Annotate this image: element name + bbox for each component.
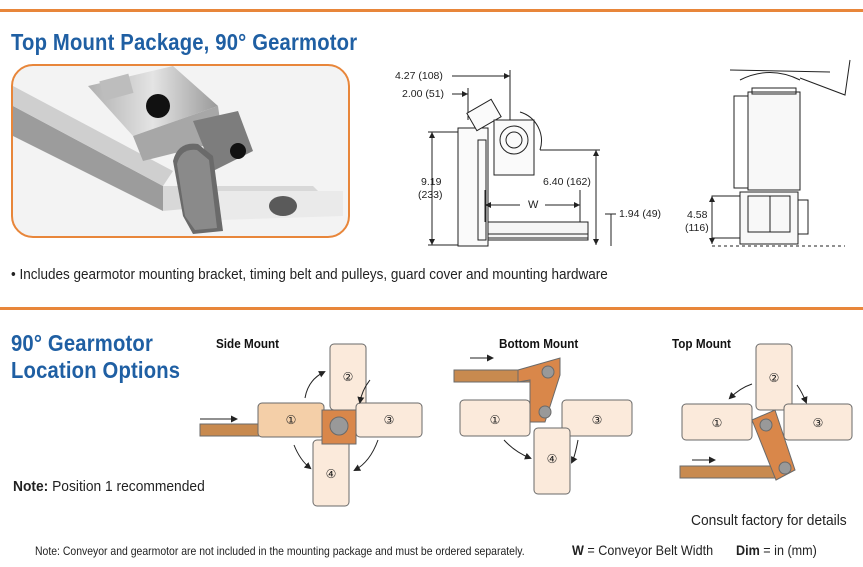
top-mount-label: Top Mount bbox=[672, 336, 731, 351]
product-photo bbox=[11, 64, 350, 238]
pos-1-top: ① bbox=[712, 416, 723, 430]
section-title-top-mount: Top Mount Package, 90° Gearmotor bbox=[11, 29, 358, 55]
dim-symbol: Dim bbox=[736, 542, 760, 558]
pos-1-bottom: ① bbox=[490, 413, 501, 427]
pos-4-bottom: ④ bbox=[547, 452, 558, 466]
dim-2-00: 2.00 (51) bbox=[402, 88, 445, 100]
pos-2-side: ② bbox=[343, 370, 354, 384]
consult-factory: Consult factory for details bbox=[691, 512, 847, 529]
w-symbol: W bbox=[572, 542, 584, 558]
footer-note: Note: Conveyor and gearmotor are not inc… bbox=[35, 544, 525, 558]
pos-3-top: ③ bbox=[813, 416, 824, 430]
position-note: Note: Position 1 recommended bbox=[13, 478, 205, 495]
dim-1-94: 1.94 (49) bbox=[619, 208, 662, 220]
top-rule bbox=[0, 9, 863, 12]
note-text: Position 1 recommended bbox=[48, 478, 205, 495]
section-title-options-2: Location Options bbox=[11, 357, 181, 383]
dim-w: W bbox=[528, 199, 539, 211]
pos-2-top: ② bbox=[769, 371, 780, 385]
gearmotor-illustration bbox=[13, 66, 343, 234]
footer-dim-legend: Dim = in (mm) bbox=[736, 542, 817, 558]
pos-3-bottom: ③ bbox=[592, 413, 603, 427]
bottom-mount-label: Bottom Mount bbox=[499, 336, 579, 351]
middle-rule bbox=[0, 307, 863, 310]
dim-6-40: 6.40 (162) bbox=[543, 176, 591, 188]
note-label: Note: bbox=[13, 478, 49, 495]
pos-4-side: ④ bbox=[326, 467, 337, 481]
dim-9-19-mm: (233) bbox=[418, 189, 443, 201]
pos-3-side: ③ bbox=[384, 413, 395, 427]
dim-4-58: 4.58 bbox=[687, 209, 708, 221]
dim-text: = in (mm) bbox=[759, 542, 817, 558]
side-mount-label: Side Mount bbox=[216, 336, 280, 351]
footer-w-legend: W = Conveyor Belt Width bbox=[572, 542, 713, 558]
dim-9-19: 9.19 bbox=[421, 176, 442, 188]
includes-bullet: • Includes gearmotor mounting bracket, t… bbox=[11, 266, 608, 283]
section-title-options-1: 90° Gearmotor bbox=[11, 330, 153, 356]
w-text: = Conveyor Belt Width bbox=[583, 542, 714, 558]
dim-4-58-mm: (116) bbox=[685, 222, 709, 234]
pos-1-side: ① bbox=[286, 413, 297, 427]
dim-4-27: 4.27 (108) bbox=[395, 70, 443, 82]
